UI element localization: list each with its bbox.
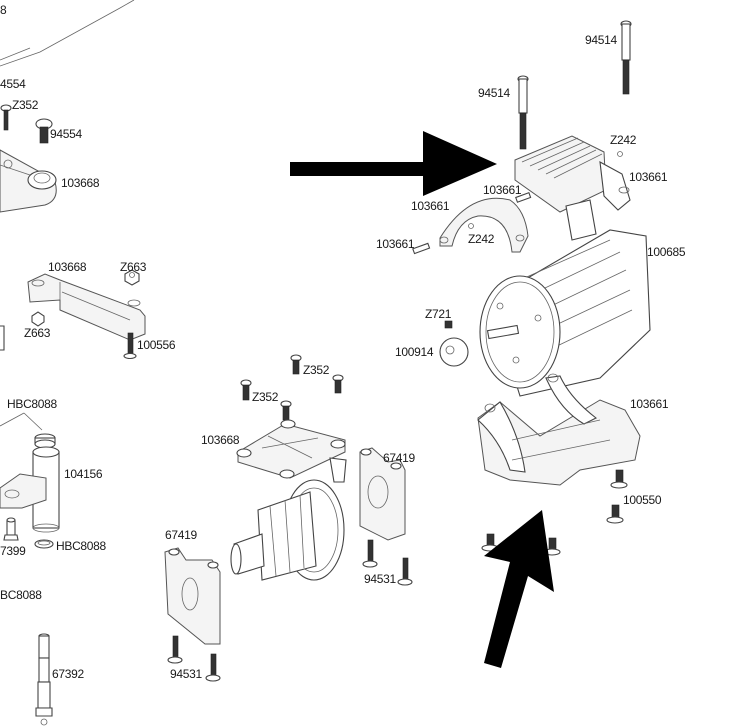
label-94554: 94554 (50, 127, 82, 141)
chassis-plate-103668 (0, 149, 57, 213)
label-100550: 100550 (623, 493, 662, 507)
setscrew-z242-top (617, 151, 623, 157)
shaft-67392 (35, 633, 53, 726)
label-z352-diff-left: Z352 (252, 390, 279, 404)
label-103661-mount: 103661 (630, 397, 669, 411)
label-103668-diff-cover: 103668 (201, 433, 240, 447)
arrow-pointing-up-to-motor-mount (484, 510, 554, 668)
pin-103661-upper (515, 192, 532, 203)
label-top-left-partial: 8 (0, 3, 7, 17)
label-z352-diff-top: Z352 (303, 363, 330, 377)
screw-z352-diff-right (332, 374, 344, 394)
diff-mount-left-67419 (164, 547, 221, 645)
bearing-hbc8088-top (34, 433, 56, 449)
label-z242-strap: Z242 (468, 232, 495, 246)
setscrew-z721 (444, 320, 453, 329)
label-103661-strap: 103661 (411, 199, 450, 213)
screw-z352-diff-center (280, 400, 292, 421)
label-z242-heatsink: Z242 (610, 133, 637, 147)
label-94514-right: 94514 (585, 33, 617, 47)
diff-cover-103668 (236, 419, 347, 483)
motor-mount-103661 (477, 373, 641, 486)
strap-103661 (439, 197, 529, 253)
label-100556: 100556 (137, 338, 176, 352)
label-hbc8088-bottom: HBC8088 (56, 539, 106, 553)
screw-94514-right (620, 20, 632, 95)
bushing-67399 (3, 517, 19, 541)
hbc8088-leader-lines (0, 412, 43, 431)
partial-part-left-edge (0, 325, 5, 351)
label-hbc8088-top: HBC8088 (7, 397, 57, 411)
label-103661-pin-lower: 103661 (376, 237, 415, 251)
label-103661-heatsink: 103661 (629, 170, 668, 184)
arrow-pointing-right-to-heatsink (290, 131, 497, 196)
screw-100550-b (606, 504, 624, 524)
label-z663-top: Z663 (120, 260, 147, 274)
screw-100556 (123, 332, 137, 360)
label-103668-brace: 103668 (48, 260, 87, 274)
label-67392: 67392 (52, 667, 84, 681)
motor-100685 (479, 199, 651, 397)
pinion-gear-100914 (439, 337, 469, 367)
label-94531-right: 94531 (364, 572, 396, 586)
screw-94554-left (35, 118, 53, 144)
post-104156 (0, 446, 60, 533)
screw-94531-left-b (205, 653, 221, 682)
setscrew-z242-strap (468, 223, 474, 229)
label-104156: 104156 (64, 467, 103, 481)
nut-z663-top (124, 269, 140, 286)
screw-z352-left (0, 104, 12, 131)
label-103668-plate: 103668 (61, 176, 100, 190)
label-100914-pinion: 100914 (395, 345, 434, 359)
diff-mount-right-67419 (359, 447, 406, 541)
label-103661-pin-upper: 103661 (483, 183, 522, 197)
label-67419-right: 67419 (383, 451, 415, 465)
label-z721: Z721 (425, 307, 452, 321)
label-z352-left: Z352 (12, 98, 39, 112)
label-z663-bottom: Z663 (24, 326, 51, 340)
label-67399-partial: 7399 (0, 544, 26, 558)
brace-103668 (27, 273, 146, 341)
center-differential (230, 479, 345, 581)
chassis-plate-outline (0, 0, 135, 67)
label-94514-left: 94514 (478, 86, 510, 100)
screw-z352-diff-left (240, 379, 252, 401)
pin-103661-lower (412, 242, 431, 255)
label-hbc8088-partial: BC8088 (0, 588, 42, 602)
screw-94531-right-a (362, 539, 378, 568)
label-94554-partial: 4554 (0, 77, 26, 91)
bearing-hbc8088-bottom (34, 539, 54, 549)
nut-z663-bottom (31, 311, 45, 327)
screw-z352-diff-top (290, 354, 302, 375)
screw-94531-right-b (397, 557, 413, 586)
label-100685-motor: 100685 (647, 245, 686, 259)
screw-94531-left-a (167, 635, 183, 664)
screw-94514-left (517, 75, 529, 150)
screw-100550-a (610, 469, 628, 489)
label-67419-left: 67419 (165, 528, 197, 542)
heatsink-clamp-103661 (514, 135, 631, 213)
label-94531-left: 94531 (170, 667, 202, 681)
